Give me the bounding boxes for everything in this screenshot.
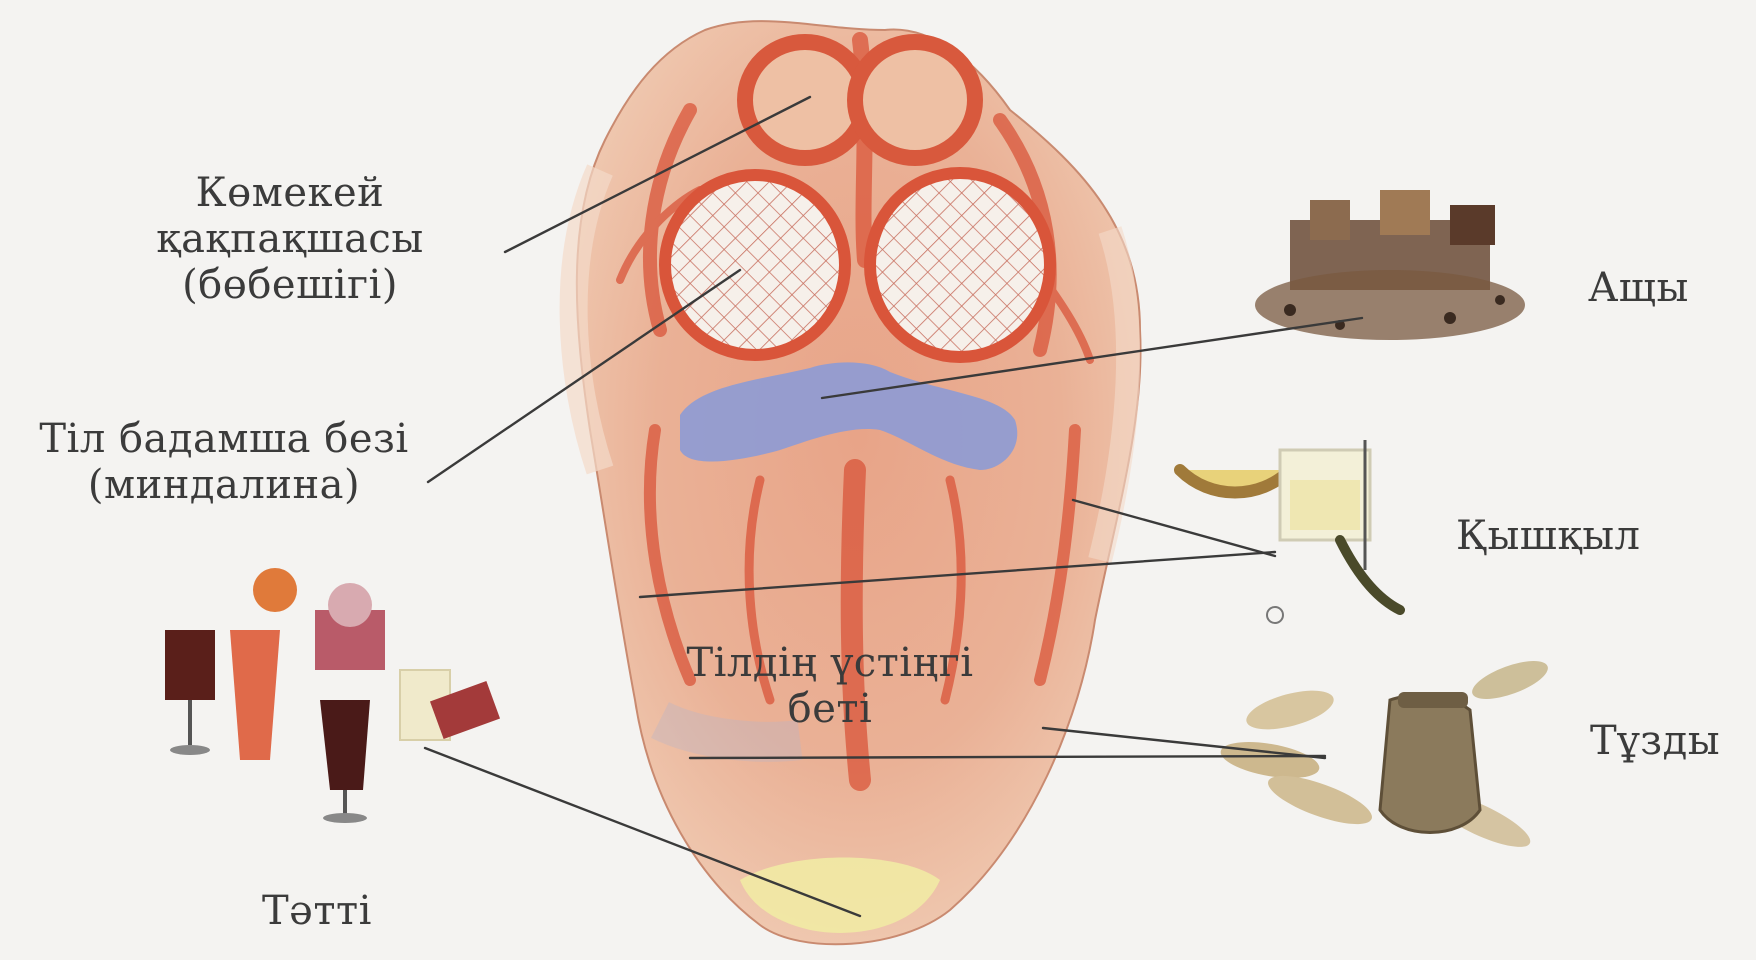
spices-icon bbox=[1255, 190, 1525, 340]
bitter-label: Ащы bbox=[1588, 265, 1689, 311]
salty-label: Тұзды bbox=[1590, 718, 1720, 764]
epiglottis-label-line-2: қақпақшасы bbox=[120, 216, 460, 262]
sweet-label: Тәтті bbox=[262, 888, 372, 934]
epiglottis-label-line-3: (бөбешігі) bbox=[120, 262, 460, 308]
tongue-surface-label-line-1: Тілдің үстіңгі bbox=[650, 640, 1010, 686]
tongue-surface-label-line-2: беті bbox=[650, 686, 1010, 732]
lemon-glass-icon bbox=[1180, 440, 1400, 623]
epiglottis-label: Көмекей қақпақшасы (бөбешігі) bbox=[120, 170, 460, 308]
tonsil-label-line-2: (миндалина) bbox=[14, 462, 434, 508]
desserts-icon bbox=[165, 568, 500, 823]
tonsil-label: Тіл бадамша безі (миндалина) bbox=[14, 416, 434, 508]
tonsil-label-line-1: Тіл бадамша безі bbox=[14, 416, 434, 462]
sour-label: Қышқыл bbox=[1456, 513, 1640, 559]
tongue-surface-label: Тілдің үстіңгі беті bbox=[650, 640, 1010, 732]
epiglottis-label-line-1: Көмекей bbox=[120, 170, 460, 216]
